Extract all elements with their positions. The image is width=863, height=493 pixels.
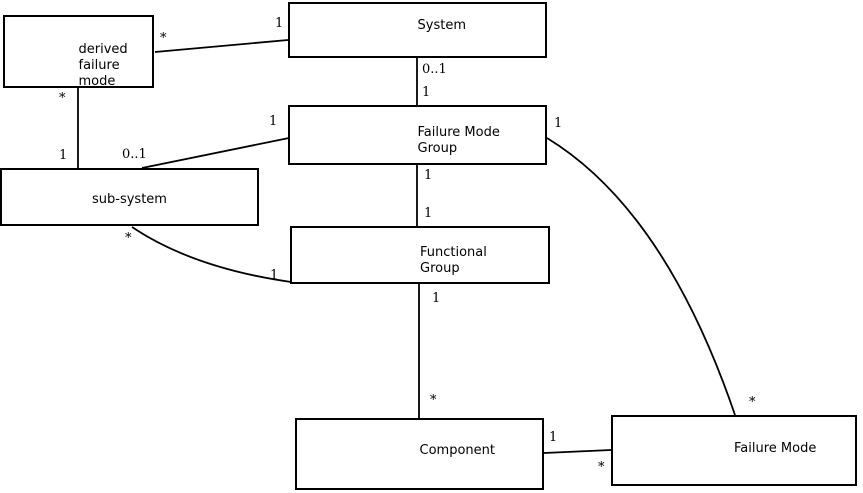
multiplicity-functional-end-subsystem-assoc: 1 [270, 268, 279, 283]
node-failure-mode-label: Failure Mode [734, 441, 817, 456]
node-system-label: System [417, 18, 466, 33]
label-line: failure [78, 58, 120, 73]
node-sub-system: sub-system [0, 168, 259, 226]
multiplicity-subsystem-end-functional-assoc: * [125, 231, 132, 246]
node-component: Component [295, 418, 544, 490]
multiplicity-system-end-fmg-assoc: 0..1 [422, 62, 447, 77]
label-line: mode [78, 74, 116, 89]
node-functional-group: Functional Group [290, 226, 550, 284]
node-failure-mode: Failure Mode [611, 415, 857, 486]
label-line: Functional [420, 245, 487, 260]
multiplicity-derived-end-subsystem-assoc: * [59, 91, 66, 106]
multiplicity-derived-end-system-assoc: * [160, 31, 167, 46]
multiplicity-component-end-functional-assoc: * [430, 393, 437, 408]
multiplicity-fmg-end-system-assoc: 1 [422, 85, 431, 100]
node-derived-failure-mode-label: derived failure mode [79, 42, 128, 90]
node-derived-failure-mode: derived failure mode [3, 15, 154, 90]
label-line: Group [420, 261, 460, 276]
node-sub-system-label: sub-system [92, 192, 167, 207]
connector-failure-mode-group-failure-mode [546, 137, 736, 416]
connector-system-derived-failure-mode [154, 39, 289, 53]
label-line: Group [417, 141, 458, 156]
node-functional-group-label: Functional Group [420, 245, 487, 277]
multiplicity-fmg-end-functional-assoc: 1 [424, 168, 433, 183]
multiplicity-functional-end-fmg-assoc: 1 [424, 206, 433, 221]
node-failure-mode-group-label: Failure Mode Group [418, 125, 500, 157]
node-component-label: Component [419, 443, 495, 458]
connector-sub-system-functional-group [131, 226, 292, 283]
multiplicity-fmg-end-subsystem-assoc: 1 [269, 114, 278, 129]
multiplicity-fmg-end-failuremode-assoc: 1 [554, 116, 563, 131]
multiplicity-functional-end-component-assoc: 1 [432, 291, 441, 306]
multiplicity-failuremode-end-fmg-assoc: * [749, 395, 756, 410]
node-system: System [288, 2, 547, 58]
multiplicity-component-end-failuremode-assoc: 1 [549, 430, 558, 445]
multiplicity-system-end-derived-assoc: 1 [275, 16, 284, 31]
label-line: derived [78, 42, 128, 57]
multiplicity-subsystem-end-fmg-assoc: 0..1 [122, 147, 147, 162]
connector-failure-mode-group-sub-system [141, 137, 290, 169]
multiplicity-subsystem-end-derived-assoc: 1 [59, 148, 68, 163]
multiplicity-failuremode-end-component-assoc: * [598, 460, 605, 475]
node-failure-mode-group: Failure Mode Group [288, 105, 547, 165]
connector-component-failure-mode [543, 449, 612, 454]
label-line: Failure Mode [417, 125, 500, 140]
